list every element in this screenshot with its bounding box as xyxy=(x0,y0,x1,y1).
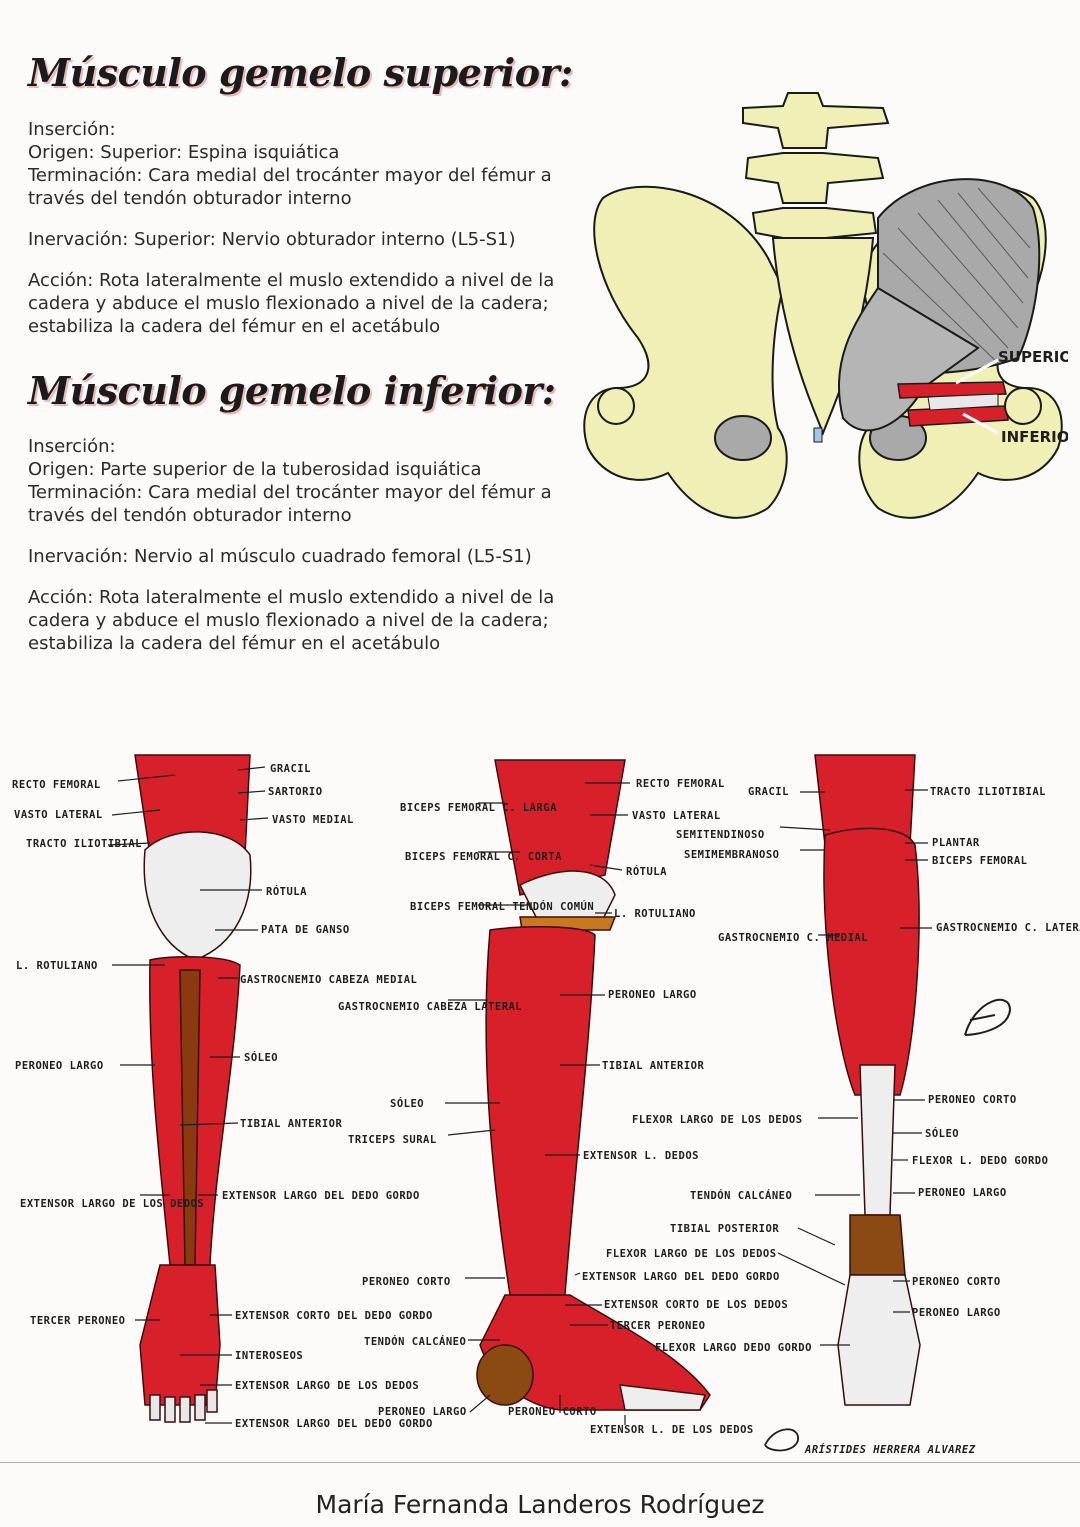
left-ilium xyxy=(583,185,788,519)
inferior-text: Inserción: Origen: Parte superior de la … xyxy=(28,435,588,655)
lbl-extensor-largo-del-dedo-gordo-2: EXTENSOR LARGO DEL DEDO GORDO xyxy=(235,1418,433,1430)
lbl-peroneo-largo-2: PERONEO LARGO xyxy=(378,1406,467,1418)
lbl-extensor-corto-de-los-dedos: EXTENSOR CORTO DE LOS DEDOS xyxy=(604,1299,788,1311)
lbl-extensor-l-dedos: EXTENSOR L. DEDOS xyxy=(583,1150,699,1162)
lbl-biceps-femoral-c-corta: BICEPS FEMORAL C. CORTA xyxy=(405,851,562,863)
lbl-peroneo-corto-2: PERONEO CORTO xyxy=(362,1276,451,1288)
lbl-flexor-largo-de-los-dedos-1: FLEXOR LARGO DE LOS DEDOS xyxy=(632,1114,803,1126)
credit-signature-mark xyxy=(764,1428,799,1452)
lbl-peroneo-corto-5: PERONEO CORTO xyxy=(912,1276,1001,1288)
superior-title: Músculo gemelo superior: xyxy=(28,50,573,95)
lbl-gastrocnemio-cabeza-lateral: GASTROCNEMIO CABEZA LATERAL xyxy=(338,1001,522,1013)
superior-terminacion: Terminación: Cara medial del trocánter m… xyxy=(28,165,552,209)
footer-author: María Fernanda Landeros Rodríguez xyxy=(315,1490,765,1519)
superior-origen: Origen: Superior: Espina isquiática xyxy=(28,142,340,163)
sacrum xyxy=(771,237,875,436)
inferior-inervacion: Inervación: Nervio al músculo cuadrado f… xyxy=(28,546,532,567)
lbl-gastrocnemio-cabeza-medial: GASTROCNEMIO CABEZA MEDIAL xyxy=(240,974,417,986)
lbl-gracil: GRACIL xyxy=(270,763,311,775)
lbl-extensor-largo-de-los-dedos: EXTENSOR LARGO DE LOS DEDOS xyxy=(20,1198,204,1210)
lbl-tibial-anterior-1: TIBIAL ANTERIOR xyxy=(240,1118,343,1130)
lbl-tibial-posterior: TIBIAL POSTERIOR xyxy=(670,1223,779,1235)
lbl-sartorio: SARTORIO xyxy=(268,786,323,798)
lbl-peroneo-corto-4: PERONEO CORTO xyxy=(928,1094,1017,1106)
lbl-peroneo-largo-1: PERONEO LARGO xyxy=(15,1060,104,1072)
lbl-peroneo-largo-3: PERONEO LARGO xyxy=(608,989,697,1001)
leg2-knee xyxy=(518,870,616,926)
lbl-plantar: PLANTAR xyxy=(932,837,980,849)
leg1-foot xyxy=(139,1264,221,1406)
lbl-vasto-medial: VASTO MEDIAL xyxy=(272,814,354,826)
lbl-flexor-l-dedo-gordo: FLEXOR L. DEDO GORDO xyxy=(912,1155,1048,1167)
vertebra-2 xyxy=(744,152,885,204)
lbl-soleo-2: SÓLEO xyxy=(390,1097,424,1110)
superior-tag: SUPERIOR xyxy=(998,348,1068,366)
lbl-soleo-1: SÓLEO xyxy=(244,1051,278,1064)
lbl-tibial-anterior-2: TIBIAL ANTERIOR xyxy=(602,1060,705,1072)
lbl-peroneo-largo-5: PERONEO LARGO xyxy=(912,1307,1001,1319)
inferior-origen: Origen: Parte superior de la tuberosidad… xyxy=(28,459,482,480)
lbl-interoseos: INTEROSEOS xyxy=(235,1350,303,1362)
lbl-l-rotuliano: L. ROTULIANO xyxy=(16,960,98,972)
superior-inervacion: Inervación: Superior: Nervio obturador i… xyxy=(28,229,516,250)
lbl-extensor-l-de-los-dedos: EXTENSOR L. DE LOS DEDOS xyxy=(590,1424,754,1436)
lbl-l-rotuliano-2: L. ROTULIANO xyxy=(614,908,696,920)
inferior-insercion: Inserción: xyxy=(28,436,116,457)
lbl-peroneo-corto-3: PERONEO CORTO xyxy=(508,1406,597,1418)
lbl-biceps-femoral: BICEPS FEMORAL xyxy=(932,855,1028,867)
leg1-knee xyxy=(143,831,252,961)
leg-muscles-illustration: RECTO FEMORAL VASTO LATERAL TRACTO ILIOT… xyxy=(12,754,1080,1456)
lbl-extensor-corto-del-dedo-gordo: EXTENSOR CORTO DEL DEDO GORDO xyxy=(235,1310,433,1322)
lbl-gastrocnemio-c-lateral: GASTROCNEMIO C. LATERAL xyxy=(936,922,1080,934)
lbl-peroneo-largo-4: PERONEO LARGO xyxy=(918,1187,1007,1199)
signature-mark xyxy=(964,998,1012,1036)
lbl-vasto-lateral: VASTO LATERAL xyxy=(14,809,103,821)
leg2-thigh xyxy=(494,759,626,896)
lbl-soleo-3: SÓLEO xyxy=(925,1127,959,1140)
lbl-vasto-lateral-2: VASTO LATERAL xyxy=(632,810,721,822)
lbl-gastrocnemio-c-medial: GASTROCNEMIO C. MEDIAL xyxy=(718,932,868,944)
lbl-extensor-largo-del-dedo-gordo-3: EXTENSOR LARGO DEL DEDO GORDO xyxy=(582,1271,780,1283)
vertebra-1 xyxy=(742,92,890,149)
lbl-tendon-calcaneo-2: TENDÓN CALCÁNEO xyxy=(364,1335,466,1348)
lbl-triceps-sural: TRICEPS SURAL xyxy=(348,1134,437,1146)
inferior-terminacion: Terminación: Cara medial del trocánter m… xyxy=(28,482,552,526)
leg3-foot xyxy=(837,1274,921,1406)
footer-divider xyxy=(0,1462,1080,1463)
lbl-recto-femoral-2: RECTO FEMORAL xyxy=(636,778,725,790)
lbl-semitendinoso: SEMITENDINOSO xyxy=(676,829,765,841)
lbl-extensor-largo-de-los-dedos-2: EXTENSOR LARGO DE LOS DEDOS xyxy=(235,1380,419,1392)
lbl-recto-femoral: RECTO FEMORAL xyxy=(12,779,101,791)
leg2-shank xyxy=(485,926,596,1296)
superior-accion: Acción: Rota lateralmente el muslo exten… xyxy=(28,270,555,337)
gemelo-superior-muscle xyxy=(897,381,1007,399)
lbl-pata-de-ganso: PATA DE GANSO xyxy=(261,924,350,936)
lbl-flexor-largo-de-los-dedos-2: FLEXOR LARGO DE LOS DEDOS xyxy=(606,1248,777,1260)
lbl-rotula-2: RÓTULA xyxy=(626,865,667,878)
credit-name: ARÍSTIDES HERRERA ALVAREZ xyxy=(804,1443,976,1456)
leg3-calf xyxy=(823,827,920,1096)
lbl-biceps-femoral-c-larga: BICEPS FEMORAL C. LARGA xyxy=(400,802,557,814)
vertebra-3 xyxy=(751,207,878,239)
superior-text: Inserción: Origen: Superior: Espina isqu… xyxy=(28,118,588,338)
lbl-semimembranoso: SEMIMEMBRANOSO xyxy=(684,849,780,861)
lbl-tercer-peroneo-1: TERCER PERONEO xyxy=(30,1315,126,1327)
lbl-biceps-femoral-tendon-comun: BICEPS FEMORAL TENDÓN COMÚN xyxy=(410,900,594,913)
lbl-extensor-largo-del-dedo-gordo: EXTENSOR LARGO DEL DEDO GORDO xyxy=(222,1190,420,1202)
inferior-accion: Acción: Rota lateralmente el muslo exten… xyxy=(28,587,555,654)
superior-insercion: Inserción: xyxy=(28,119,116,140)
inferior-title: Músculo gemelo inferior: xyxy=(28,368,556,413)
lbl-tracto-iliotibial-3: TRACTO ILIOTIBIAL xyxy=(930,786,1046,798)
lbl-tendon-calcaneo-3: TENDÓN CALCÁNEO xyxy=(690,1189,792,1202)
lbl-rotula: RÓTULA xyxy=(266,885,307,898)
lbl-tercer-peroneo-2: TERCER PERONEO xyxy=(610,1320,706,1332)
lbl-flexor-largo-dedo-gordo: FLEXOR LARGO DEDO GORDO xyxy=(655,1342,812,1354)
lbl-gracil-3: GRACIL xyxy=(748,786,789,798)
lbl-tracto-iliotibial: TRACTO ILIOTIBIAL xyxy=(26,838,142,850)
